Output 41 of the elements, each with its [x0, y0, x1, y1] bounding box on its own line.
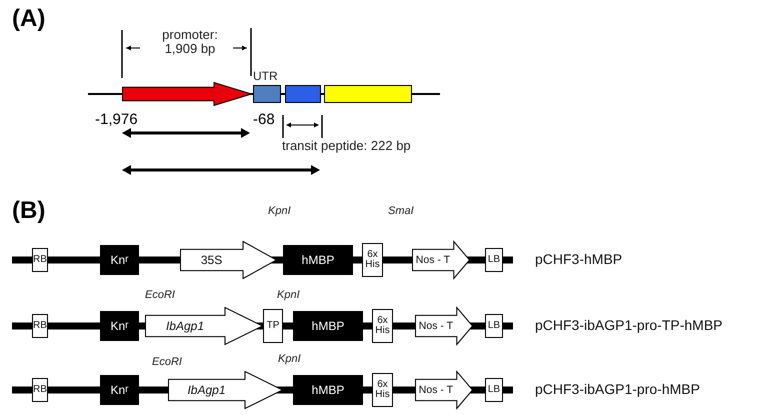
construct-name: pCHF3-ibAGP1-pro-hMBP: [535, 382, 700, 398]
terminator-region: Nos - T: [415, 371, 473, 409]
gene-element-box: Kn$^{r}$: [100, 375, 139, 405]
construct-name: pCHF3-ibAGP1-pro-TP-hMBP: [535, 318, 722, 334]
exon-box: [285, 85, 321, 103]
dimension-label: transit peptide: 222 bp: [282, 139, 411, 154]
dimension-label: promoter: 1,909 bp: [161, 28, 219, 57]
gene-element-box: Kn$^{r}$: [100, 311, 139, 341]
gene-element-box: LB: [485, 378, 503, 402]
restriction-site-label: KpnI: [268, 205, 291, 218]
gene-element-box: 6x His: [372, 309, 393, 343]
restriction-site-label: SmaI: [388, 205, 414, 218]
gene-element-box: Kn$^{r}$: [100, 245, 139, 275]
restriction-site-label: KpnI: [278, 353, 301, 366]
restriction-site-label: EcoRI: [152, 356, 182, 368]
promoter-region: IbAgp1: [168, 371, 283, 409]
gene-element-box: hMBP: [283, 245, 353, 275]
panel-label: (B): [12, 198, 46, 224]
construct-name: pCHF3-hMBP: [535, 252, 622, 268]
restriction-site-label: KpnI: [277, 289, 300, 302]
exon-box: [324, 85, 412, 103]
gene-element-box: LB: [485, 248, 503, 272]
terminator-region: Nos - T: [415, 307, 473, 345]
gene-element-box: TP: [263, 309, 283, 343]
gene-element-box: RB: [32, 314, 48, 338]
position-label: -1,976: [95, 112, 138, 128]
promoter-region: IbAgp1: [145, 307, 263, 345]
terminator-region: Nos - T: [412, 241, 470, 279]
gene-element-box: 6x His: [372, 373, 393, 407]
gene-element-box: RB: [32, 248, 48, 272]
restriction-site-label: EcoRI: [145, 289, 175, 302]
promoter-region: [122, 82, 252, 106]
panel-label: (A): [12, 6, 46, 32]
gene-element-box: hMBP: [293, 375, 363, 405]
gene-element-box: RB: [32, 378, 48, 402]
position-label: -68: [253, 112, 275, 128]
gene-element-box: LB: [485, 314, 503, 338]
region-label: UTR: [253, 70, 278, 82]
gene-element-box: hMBP: [293, 311, 363, 341]
promoter-region: 35S: [180, 241, 277, 279]
gene-element-box: 6x His: [362, 243, 383, 277]
